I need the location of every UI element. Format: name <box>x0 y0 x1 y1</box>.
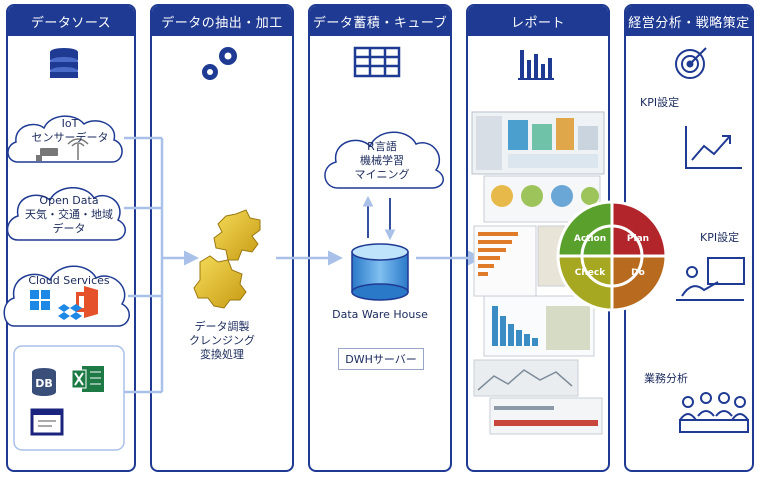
extraction-line2: クレンジング <box>189 334 255 347</box>
analytics-line1: R言語 <box>367 140 397 153</box>
pdca-do-label: Do <box>631 268 645 278</box>
bar-chart-icon <box>518 50 554 80</box>
pdca-do-segment <box>610 254 668 312</box>
column-title-data-source: データソース <box>8 6 134 36</box>
column-title-storage: データ蓄積・キューブ <box>310 6 450 36</box>
iot-label: IoT センサーデータ <box>20 117 120 145</box>
analytics-line3: マイニング <box>354 168 410 181</box>
pdca-plan-segment <box>610 200 668 258</box>
column-extraction: データの抽出・加工 <box>150 4 294 472</box>
cloud-open-data <box>6 187 126 241</box>
open-data-line2: 天気・交通・地域 <box>25 208 113 221</box>
analytics-label: R言語 機械学習 マイニング <box>330 140 434 182</box>
dropbox-icon <box>58 304 82 320</box>
pdca-action-segment <box>556 200 614 258</box>
dwh-server-box: DWHサーバー <box>338 348 424 370</box>
kpi-setting-2-label: KPI設定 <box>700 231 740 244</box>
pdca-plan-label: Plan <box>626 234 650 244</box>
column-storage: データ蓄積・キューブ <box>308 4 452 472</box>
extraction-line1: データ調製 <box>194 320 250 333</box>
source-connectors <box>124 136 164 394</box>
open-data-line1: Open Data <box>39 194 99 207</box>
extraction-line3: 変換処理 <box>200 348 244 361</box>
iot-label-line1: IoT <box>61 117 79 130</box>
column-title-report: レポート <box>468 6 608 36</box>
column-title-management: 経営分析・戦略策定 <box>626 6 752 36</box>
pdca-check-label: Check <box>574 268 606 278</box>
pdca-check-segment <box>556 254 614 312</box>
document-window-icon <box>30 408 64 436</box>
extraction-label: データ調製 クレンジング 変換処理 <box>160 320 284 362</box>
open-data-label: Open Data 天気・交通・地域 データ <box>14 194 124 236</box>
cloud-services-label: Cloud Services <box>28 274 110 287</box>
excel-icon <box>71 366 104 392</box>
team-meeting-icon <box>679 392 749 433</box>
antenna-icon <box>67 138 89 160</box>
growth-chart-icon <box>685 126 742 169</box>
database-icon <box>50 48 78 78</box>
windows-icon <box>30 290 50 310</box>
sensor-camera-icon <box>36 148 58 161</box>
column-title-extraction: データの抽出・加工 <box>152 6 292 36</box>
pdca-cycle <box>556 200 668 312</box>
kpi-setting-1-label: KPI設定 <box>640 96 680 109</box>
business-analysis-label: 業務分析 <box>644 372 688 385</box>
presentation-icon <box>676 257 745 301</box>
cloud-analytics <box>324 131 444 189</box>
db-icon <box>32 368 56 396</box>
gears-icon <box>202 47 237 80</box>
cloud-iot <box>7 115 123 163</box>
dwh-cylinder-icon <box>351 243 409 301</box>
pdca-action-label: Action <box>573 234 607 244</box>
db-icon-label: DB <box>35 377 53 390</box>
target-icon <box>675 47 707 79</box>
analytics-line2: 機械学習 <box>360 154 404 167</box>
open-data-line3: データ <box>52 222 86 235</box>
dwh-label: Data Ware House <box>332 308 428 321</box>
report-thumbnails <box>471 111 605 435</box>
table-icon <box>353 46 401 78</box>
iot-label-line2: センサーデータ <box>31 131 109 144</box>
office-icon <box>76 286 98 318</box>
gold-gear-icon <box>193 209 261 309</box>
